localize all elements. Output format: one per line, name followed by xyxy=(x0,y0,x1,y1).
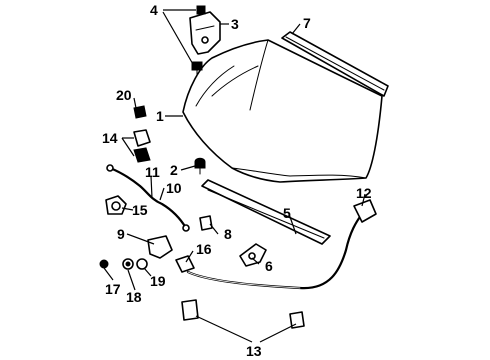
callout-8: 8 xyxy=(224,226,232,242)
callout-17: 17 xyxy=(105,281,121,297)
callout-20: 20 xyxy=(116,87,132,103)
callout-4: 4 xyxy=(150,2,158,18)
prop-rod xyxy=(106,164,190,232)
callout-18: 18 xyxy=(126,289,142,305)
callout-11: 11 xyxy=(145,164,160,180)
leader-lines xyxy=(103,9,366,343)
hood-panel xyxy=(182,39,383,183)
support-clips xyxy=(133,129,151,163)
callout-6: 6 xyxy=(265,258,273,274)
callout-1: 1 xyxy=(156,108,164,124)
callout-14: 14 xyxy=(102,130,118,146)
callout-16: 16 xyxy=(196,241,212,257)
callout-2: 2 xyxy=(170,162,178,178)
hood-weatherstrip xyxy=(281,31,389,97)
callout-labels: 1 2 3 4 5 6 7 8 9 10 11 12 13 14 15 16 1… xyxy=(102,2,372,359)
callout-7: 7 xyxy=(303,15,311,31)
fastener-8 xyxy=(199,215,213,231)
release-handle xyxy=(353,199,377,223)
hinge-assembly xyxy=(147,235,195,273)
callout-9: 9 xyxy=(117,226,125,242)
hardware-18 xyxy=(122,258,134,270)
clip-20 xyxy=(133,105,147,119)
hood-latch xyxy=(239,243,267,267)
release-cable xyxy=(186,212,364,290)
cable-clips xyxy=(181,299,305,329)
prop-rod-holder xyxy=(105,195,127,215)
callout-12: 12 xyxy=(356,185,372,201)
latch-bolts xyxy=(191,5,206,77)
latch-bracket xyxy=(189,11,221,55)
callout-10: 10 xyxy=(166,180,182,196)
callout-15: 15 xyxy=(132,202,148,218)
lock-support xyxy=(201,179,331,245)
callout-5: 5 xyxy=(283,205,291,221)
callout-3: 3 xyxy=(231,16,239,32)
callout-19: 19 xyxy=(150,273,166,289)
hardware-17 xyxy=(99,259,109,269)
hood-bumper xyxy=(194,157,206,175)
hardware-19 xyxy=(136,258,148,270)
callout-13: 13 xyxy=(246,343,262,359)
